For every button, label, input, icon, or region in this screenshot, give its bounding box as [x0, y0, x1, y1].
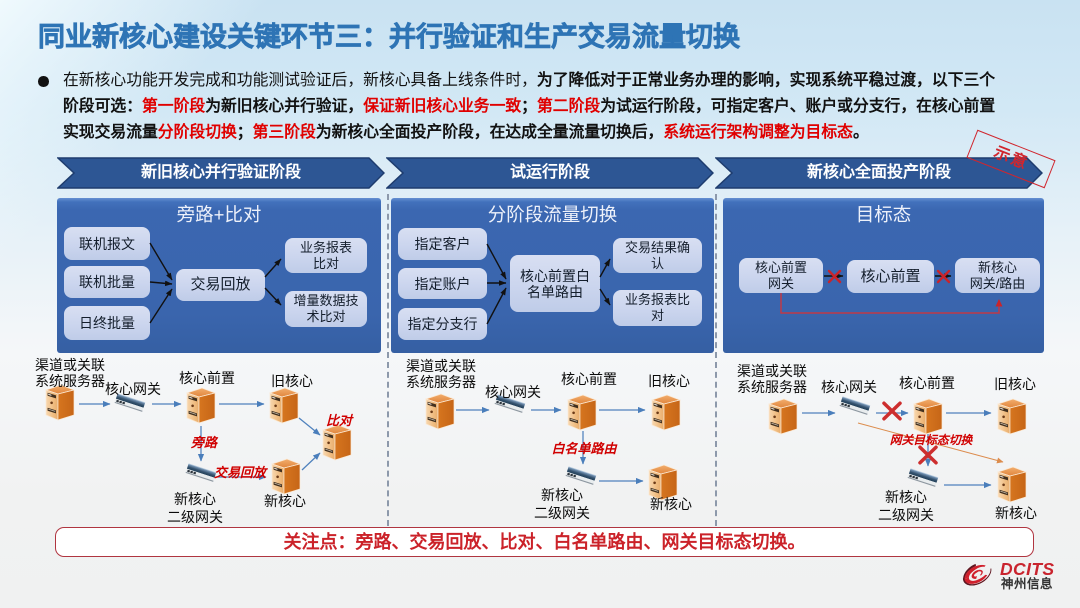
- svg-text:神州信息: 神州信息: [1001, 576, 1053, 591]
- svg-text:DCITS: DCITS: [1000, 559, 1055, 579]
